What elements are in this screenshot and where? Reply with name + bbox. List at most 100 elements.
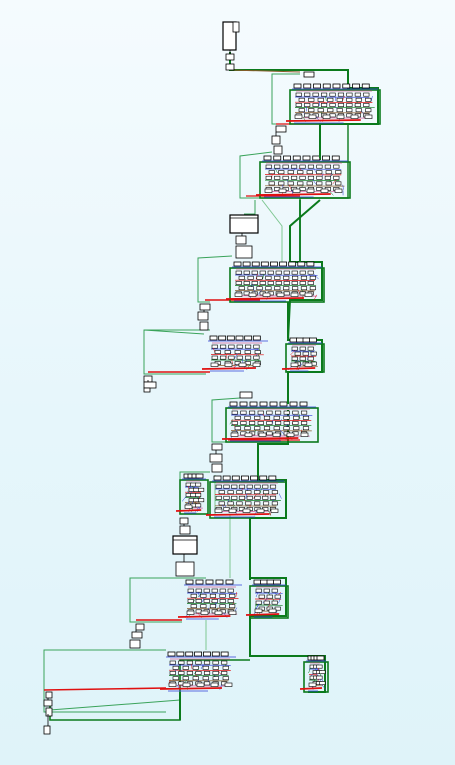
- graph-node: [292, 421, 299, 425]
- graph-node: [234, 426, 241, 431]
- graph-node: [203, 681, 211, 686]
- graph-node: [182, 676, 189, 681]
- graph-node: [231, 421, 238, 425]
- graph-node: [316, 170, 323, 175]
- edge-line: [244, 200, 256, 215]
- graph-node: [43, 725, 51, 735]
- graph-node: [245, 344, 252, 349]
- graph-node: [278, 170, 285, 175]
- graph-node: [195, 503, 202, 508]
- graph-node: [271, 588, 278, 593]
- graph-node: [205, 579, 214, 585]
- graph-node: [354, 103, 361, 107]
- graph-node: [263, 588, 270, 593]
- graph-node: [227, 501, 234, 506]
- edge-line: [278, 493, 282, 499]
- graph-node: [195, 473, 204, 479]
- node-cluster: [201, 335, 268, 372]
- graph-node: [302, 415, 310, 420]
- graph-node: [324, 164, 331, 169]
- graph-node: [212, 671, 219, 675]
- graph-node: [238, 495, 246, 500]
- graph-node: [227, 490, 234, 495]
- graph-node: [332, 83, 341, 89]
- graph-node: [249, 421, 256, 425]
- graph-node: [254, 426, 261, 431]
- graph-node: [222, 665, 229, 670]
- graph-node: [129, 639, 141, 649]
- graph-node: [187, 599, 194, 603]
- graph-node: [224, 362, 233, 367]
- edge-line: [190, 663, 193, 670]
- edge-line: [255, 603, 259, 610]
- graph-node: [325, 170, 332, 175]
- cluster-frame: [289, 89, 381, 125]
- graph-node: [269, 495, 277, 500]
- graph-node: [322, 114, 331, 119]
- graph-node: [279, 401, 288, 407]
- edge-line: [332, 179, 337, 185]
- graph-node: [221, 671, 228, 675]
- graph-node: [214, 610, 223, 615]
- graph-node: [167, 651, 176, 657]
- graph-node: [255, 588, 262, 593]
- graph-node: [239, 401, 248, 407]
- cluster-frame: [209, 481, 287, 519]
- edge-line: [371, 95, 373, 102]
- edge-line: [285, 119, 361, 122]
- edge-line: [255, 193, 331, 196]
- graph-node: [223, 507, 230, 511]
- graph-node: [283, 426, 290, 431]
- graph-node: [209, 604, 216, 609]
- graph-node: [219, 604, 226, 609]
- graph-node: [273, 155, 282, 161]
- graph-node: [228, 355, 235, 360]
- graph-node: [299, 281, 306, 285]
- graph-node: [354, 92, 361, 97]
- edge-line: [325, 95, 327, 102]
- edge-layer-back: [43, 52, 379, 721]
- graph-node: [292, 286, 299, 291]
- edge-line: [235, 591, 238, 598]
- graph-node: [266, 421, 273, 425]
- graph-node: [304, 103, 311, 107]
- graph-node: [283, 281, 290, 285]
- graph-node: [247, 275, 254, 280]
- graph-node: [296, 337, 304, 343]
- graph-node: [238, 286, 245, 291]
- graph-node: [365, 97, 372, 102]
- graph-node: [364, 114, 373, 119]
- edge-line: [278, 597, 281, 604]
- graph-node: [215, 484, 222, 489]
- graph-node: [228, 508, 237, 513]
- graph-node: [213, 475, 222, 481]
- edge-line: [286, 199, 323, 400]
- graph-node: [243, 291, 250, 296]
- graph-node: [203, 651, 211, 657]
- graph-node: [190, 604, 197, 609]
- graph-node: [186, 671, 193, 675]
- graph-node: [249, 410, 256, 415]
- graph-node: [299, 164, 306, 169]
- graph-node: [292, 188, 301, 193]
- graph-node: [229, 593, 236, 598]
- edge-line: [313, 273, 319, 280]
- node-cluster: [221, 401, 319, 443]
- graph-node: [363, 103, 370, 107]
- graph-node: [308, 682, 317, 687]
- graph-node: [185, 579, 194, 585]
- edge-line: [255, 591, 259, 598]
- edge-line: [261, 199, 283, 262]
- graph-node: [269, 484, 277, 489]
- graph-node: [275, 270, 282, 275]
- graph-node: [218, 501, 225, 506]
- graph-node: [266, 410, 273, 415]
- graph-node: [264, 188, 273, 193]
- graph-node: [316, 675, 323, 680]
- graph-node: [219, 593, 226, 598]
- edge-line: [217, 669, 221, 675]
- graph-node: [249, 401, 258, 407]
- graph-node: [316, 181, 323, 186]
- graph-node: [303, 83, 312, 89]
